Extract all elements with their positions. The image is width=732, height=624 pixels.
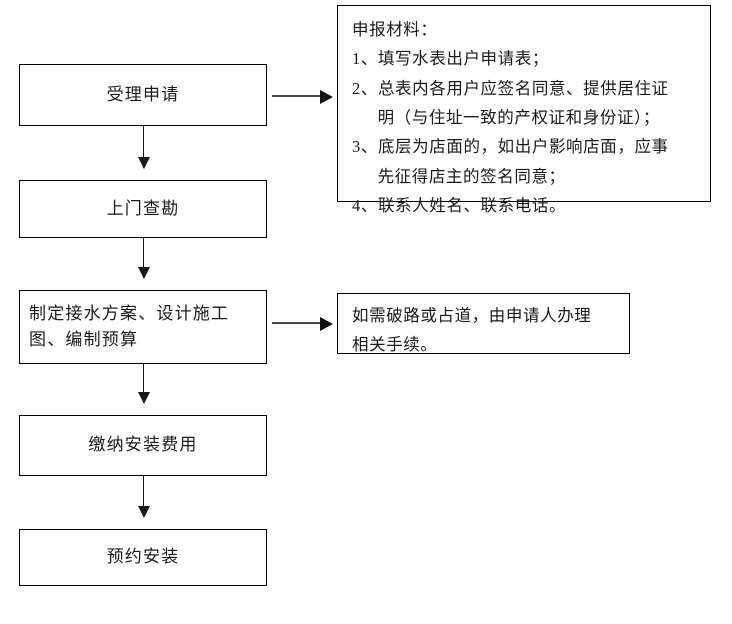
process-box-label: 制定接水方案、设计施工图、编制预算 — [29, 303, 230, 349]
connector-accept-to-survey-icon — [137, 126, 150, 169]
note-line-3: 3、底层为店面的，如出户影响店面，应事 — [352, 137, 669, 157]
process-box-label: 预约安装 — [106, 547, 180, 567]
process-box-schedule-installation[interactable]: 预约安装 — [19, 529, 267, 586]
note-line-1: 1、填写水表出户申请表； — [352, 49, 549, 69]
process-box-label: 上门查勘 — [106, 198, 180, 218]
connector-payment-to-schedule-icon — [137, 476, 150, 518]
note-line-2: 2、总表内各用户应签名同意、提供居住证 — [352, 78, 669, 98]
process-box-pay-installation-fee[interactable]: 缴纳安装费用 — [19, 415, 267, 476]
note-box-application-materials[interactable]: 申报材料： 1、填写水表出户申请表； 2、总表内各用户应签名同意、提供居住证 明… — [337, 5, 711, 215]
note-line-2: 相关手续。 — [352, 335, 438, 355]
process-box-label: 受理申请 — [106, 84, 180, 104]
connector-design-to-road-icon — [272, 317, 333, 332]
process-box-accept-application[interactable]: 受理申请 — [19, 64, 267, 126]
connector-design-to-payment-icon — [137, 364, 150, 404]
process-box-site-survey[interactable]: 上门查勘 — [19, 180, 267, 238]
note-heading: 申报材料： — [352, 20, 438, 39]
note-line-3-cont: 先征得店主的签名同意； — [377, 166, 566, 186]
note-line-4: 4、联系人姓名、联系电话。 — [352, 196, 567, 216]
process-box-label: 缴纳安装费用 — [88, 435, 198, 455]
connector-survey-to-design-icon — [137, 238, 150, 279]
note-line-1: 如需破路或占道，由申请人办理 — [352, 306, 592, 325]
note-line-2-cont: 明（与住址一致的产权证和身份证）； — [377, 108, 661, 128]
connector-accept-to-materials-icon — [272, 90, 333, 105]
process-box-design-plan[interactable]: 制定接水方案、设计施工图、编制预算 — [19, 290, 267, 364]
note-box-road-permit[interactable]: 如需破路或占道，由申请人办理 相关手续。 — [337, 293, 630, 354]
